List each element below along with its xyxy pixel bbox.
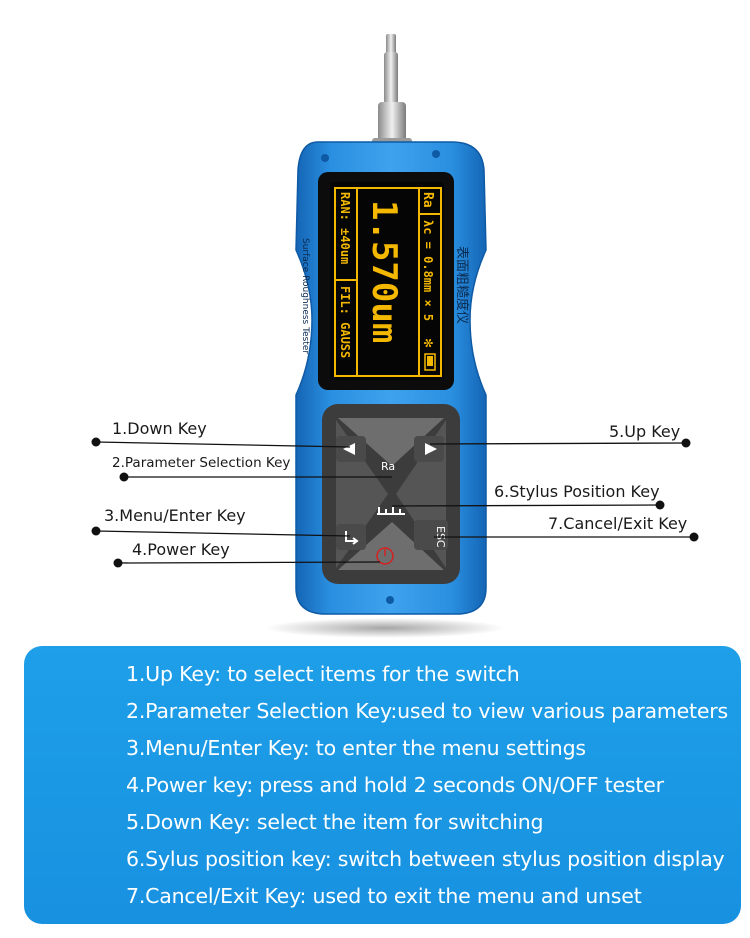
device-drawing: Ra λc = 0.8mm × 5 ✻ 1.570um RAN: ±40um F… [91, 34, 699, 638]
enter-icon [345, 531, 359, 545]
callout-power-key: 4.Power Key [132, 540, 230, 559]
device-name-cn-wrap: 表面粗糙度仪 [454, 246, 470, 324]
description-line: 4.Power key: press and hold 2 seconds ON… [126, 773, 664, 797]
menu-enter-key[interactable] [336, 524, 366, 550]
callout-menu-key: 3.Menu/Enter Key [104, 506, 246, 525]
device-shadow [265, 618, 505, 638]
device-name-en: Surface Roughness Tester [300, 238, 310, 354]
stylus-probe [372, 34, 412, 152]
description-line: 1.Up Key: to select items for the switch [126, 662, 520, 686]
keypad [322, 404, 460, 584]
description-line: 2.Parameter Selection Key:used to view v… [126, 699, 728, 723]
screw-bottom-icon [386, 596, 394, 604]
callout-down-key: 1.Down Key [112, 419, 207, 438]
ruler-icon [377, 507, 405, 515]
description-line: 5.Down Key: select the item for switchin… [126, 810, 544, 834]
screen-param: Ra [420, 192, 435, 208]
stylus-position-key[interactable] [377, 507, 405, 515]
parameter-selection-key[interactable]: Ra [381, 460, 395, 473]
description-line: 7.Cancel/Exit Key: used to exit the menu… [126, 884, 642, 908]
cancel-exit-key[interactable]: ESC [414, 520, 448, 550]
screen-content: Ra λc = 0.8mm × 5 ✻ 1.570um RAN: ±40um F… [334, 187, 442, 377]
down-key[interactable] [336, 436, 366, 462]
product-illustration: Ra λc = 0.8mm × 5 ✻ 1.570um RAN: ±40um F… [91, 34, 699, 638]
screw-left-icon [321, 154, 329, 162]
device-name-cn: 表面粗糙度仪 [454, 246, 470, 324]
callout-cancel-key: 7.Cancel/Exit Key [548, 514, 688, 533]
arrow-right-icon [425, 443, 437, 455]
callout-up-key: 5.Up Key [609, 422, 681, 441]
bluetooth-icon: ✻ [421, 338, 435, 348]
callout-lines [95, 441, 694, 564]
screw-right-icon [432, 150, 440, 158]
screen-value: 1.570um [364, 200, 404, 343]
description-line: 6.Sylus position key: switch between sty… [126, 847, 725, 871]
description-line: 3.Menu/Enter Key: to enter the menu sett… [126, 736, 586, 760]
battery-icon [424, 353, 436, 371]
device-name: Surface Roughness Tester [300, 238, 310, 354]
power-icon [376, 547, 394, 565]
callout-stylus-key: 6.Stylus Position Key [494, 482, 660, 501]
arrow-left-icon [343, 443, 355, 455]
screen-cutoff: λc = 0.8mm × 5 [421, 220, 435, 321]
key-description-panel: 1.Up Key: to select items for the switch… [24, 646, 741, 924]
power-key[interactable] [376, 547, 394, 565]
screen-range: RAN: ±40um [338, 192, 352, 264]
param-key-label: Ra [381, 460, 395, 473]
screen-filter: FIL: GAUSS [338, 286, 352, 358]
screen [330, 182, 444, 380]
callout-param-key: 2.Parameter Selection Key [112, 455, 291, 471]
callout-dots [91, 437, 699, 568]
up-key[interactable] [414, 436, 444, 462]
